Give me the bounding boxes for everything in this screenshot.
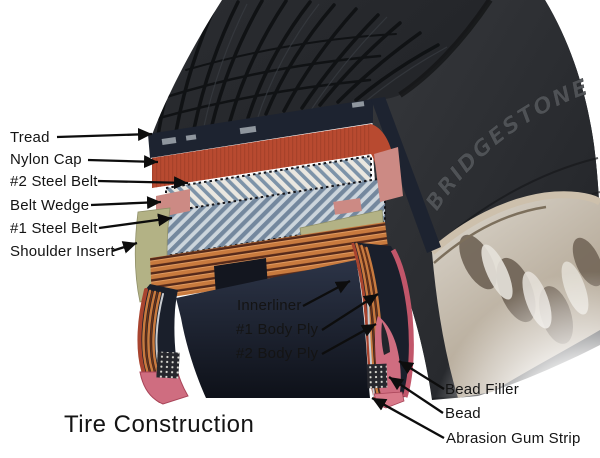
label-steel-belt-2: #2 Steel Belt [10, 173, 98, 190]
tread-arrow [56, 127, 153, 141]
shoulder-insert-arrow [111, 241, 138, 254]
tire-photo: BRIDGESTONE [150, 0, 600, 458]
label-nylon-cap: Nylon Cap [10, 151, 82, 168]
bead-filler-arrow [398, 360, 445, 390]
innerliner-arrow [302, 279, 351, 308]
label-steel-belt-1: #1 Steel Belt [10, 220, 98, 237]
nylon-cap-arrow [87, 155, 159, 169]
label-abrasion-gum-strip: Abrasion Gum Strip [446, 430, 581, 447]
label-bead-filler: Bead Filler [445, 381, 519, 398]
steel-belt-1-arrow [98, 213, 173, 230]
belt-wedge-arrow [90, 196, 162, 210]
label-tread: Tread [10, 129, 50, 146]
innerliner-hollow [176, 260, 370, 398]
belt-wedge-center [333, 198, 362, 215]
label-body-ply-1: #1 Body Ply [236, 321, 319, 338]
right-leg [351, 242, 414, 409]
label-shoulder-insert: Shoulder Insert [10, 243, 115, 260]
left-leg [137, 284, 189, 405]
cutaway-crown [134, 97, 441, 303]
leader-arrows [56, 127, 445, 440]
bead-right [366, 363, 388, 389]
label-bead: Bead [445, 405, 481, 422]
bead-arrow [388, 376, 444, 414]
diagram-title: Tire Construction [64, 411, 255, 438]
label-innerliner: Innerliner [237, 297, 302, 314]
cut-tread-edge [148, 99, 373, 158]
belt-wedge-right [374, 147, 403, 202]
label-belt-wedge: Belt Wedge [10, 197, 90, 214]
body-ply-band [150, 222, 390, 300]
bead-left [156, 351, 180, 379]
steel-belt-2-arrow [97, 176, 189, 190]
label-body-ply-2: #2 Body Ply [236, 345, 319, 362]
body-ply-2-arrow [321, 322, 377, 356]
cut-edge-right [371, 97, 441, 253]
tread-pattern [150, 0, 440, 138]
body-ply-1-arrow [321, 293, 379, 331]
abrasion-gum-strip-arrow [371, 396, 445, 440]
